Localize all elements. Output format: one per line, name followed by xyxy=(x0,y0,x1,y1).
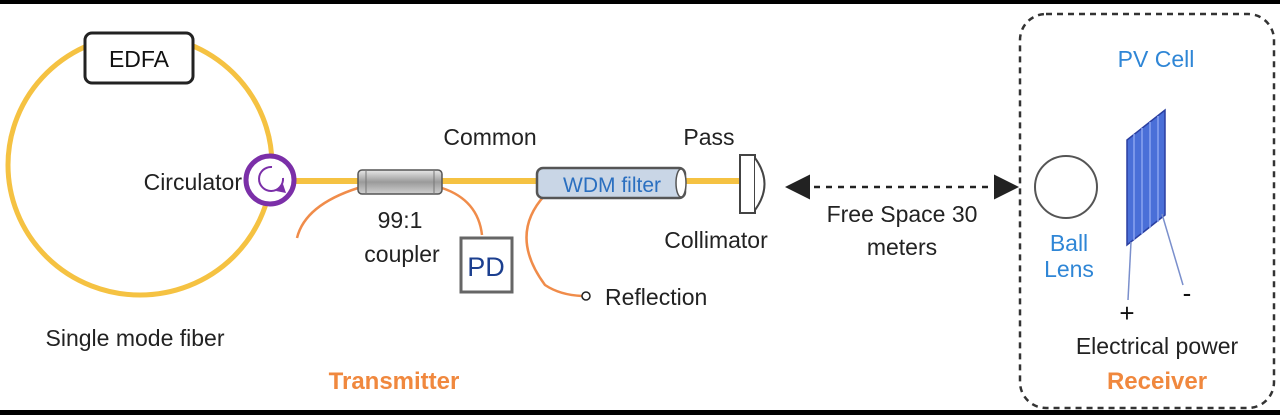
collimator-lens xyxy=(754,157,766,211)
transmitter-label: Transmitter xyxy=(329,368,460,395)
reflection-label: Reflection xyxy=(605,284,707,310)
pv-negative-wire xyxy=(1161,213,1184,286)
edfa-box xyxy=(83,31,195,85)
electrical-power-label: Electrical power xyxy=(1076,333,1239,359)
pd-label: PD xyxy=(467,252,505,282)
collimator-label: Collimator xyxy=(664,227,768,253)
circulator-icon xyxy=(243,153,297,207)
ball-lens-label-line2: Lens xyxy=(1044,256,1094,282)
single-mode-fiber-label: Single mode fiber xyxy=(46,325,225,351)
common-label: Common xyxy=(443,124,536,150)
circulator-arrow xyxy=(258,165,285,192)
wdm-filter-label: WDM filter xyxy=(563,174,661,197)
positive-terminal-label: + xyxy=(1119,298,1134,328)
coupler-pd-pigtail xyxy=(441,186,484,236)
pv-cell-label: PV Cell xyxy=(1118,46,1195,72)
collimator-body xyxy=(739,154,756,214)
pd-box xyxy=(459,236,514,294)
free-space-label-line2: meters xyxy=(867,234,937,260)
circulator-arrowhead xyxy=(276,184,286,193)
receiver-label: Receiver xyxy=(1107,368,1207,395)
coupler-ratio-label: 99:1 xyxy=(378,207,423,233)
coupler-input-pigtail xyxy=(295,186,359,239)
pass-label: Pass xyxy=(683,124,734,150)
reflection-port xyxy=(581,291,591,301)
coupler-label: coupler xyxy=(364,241,440,267)
receiver-box xyxy=(1018,12,1276,410)
circulator-label: Circulator xyxy=(144,169,243,195)
coupler-body xyxy=(357,169,443,195)
pv-positive-wire xyxy=(1127,241,1132,301)
wdm-filter-end xyxy=(675,168,687,198)
ball-lens-icon xyxy=(1034,155,1098,219)
free-space-label-line1: Free Space 30 xyxy=(827,201,978,227)
pv-cell-panel xyxy=(1126,108,1166,247)
wdm-reflection-pigtail xyxy=(525,194,583,298)
edfa-label: EDFA xyxy=(109,46,170,72)
ball-lens-label-line1: Ball xyxy=(1050,230,1088,256)
negative-terminal-label: - xyxy=(1183,278,1192,308)
